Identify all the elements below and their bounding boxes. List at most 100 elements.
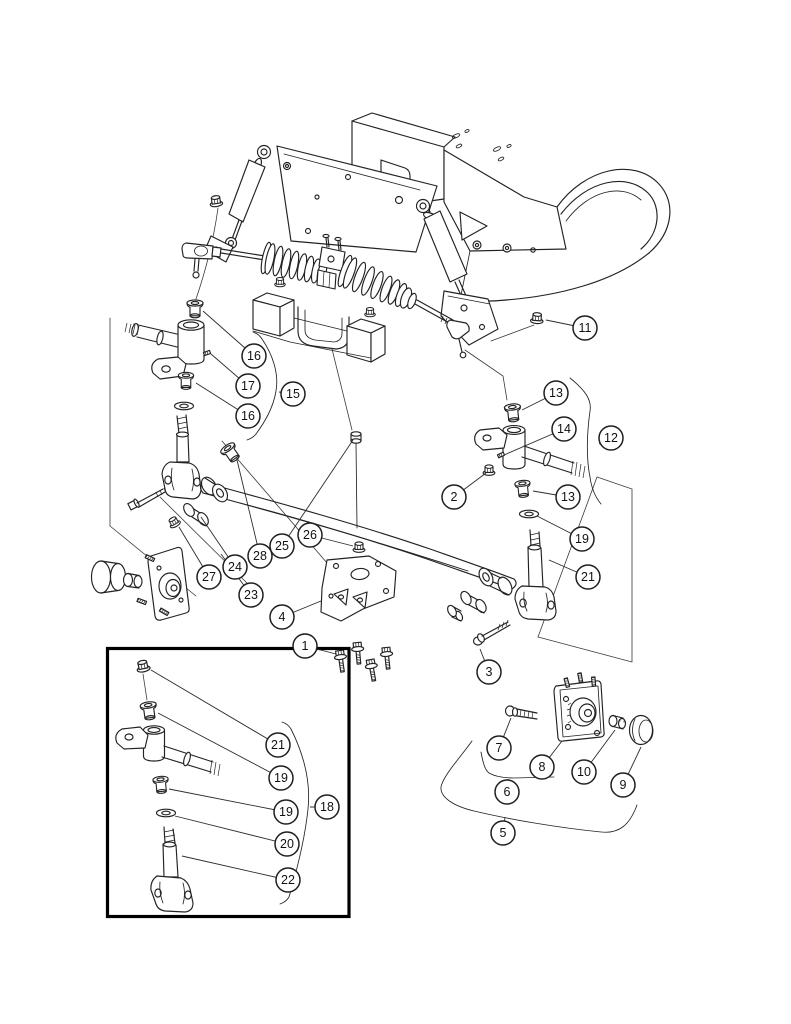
callout-1-0: 1 xyxy=(292,633,318,659)
steering-rack xyxy=(181,233,470,359)
callout-circle-6 xyxy=(494,779,520,805)
callout-circle-20 xyxy=(274,831,300,857)
callout-16-17: 16 xyxy=(235,403,261,429)
callout-number-16: 16 xyxy=(247,349,261,363)
callout-number-7: 7 xyxy=(496,741,503,755)
callout-19-20: 19 xyxy=(569,526,595,552)
callout-20-23: 20 xyxy=(274,831,300,857)
callout-26-30: 26 xyxy=(297,522,323,548)
callout-number-17: 17 xyxy=(241,379,255,393)
callout-4-3: 4 xyxy=(269,604,295,630)
callout-circle-13 xyxy=(543,380,569,406)
callout-number-21: 21 xyxy=(581,570,595,584)
callout-circle-12 xyxy=(598,425,624,451)
shackle-bolt xyxy=(472,619,511,646)
inset-border xyxy=(105,646,351,919)
callout-number-14: 14 xyxy=(557,422,571,436)
callout-circles: 1234567891011121313141516161718191919202… xyxy=(196,315,636,893)
callout-14-14: 14 xyxy=(551,416,577,442)
callout-7-6: 7 xyxy=(486,735,512,761)
callout-number-6: 6 xyxy=(504,785,511,799)
callout-number-22: 22 xyxy=(281,873,295,887)
callout-number-12: 12 xyxy=(604,431,618,445)
dust-cap xyxy=(628,714,654,746)
leader-line-22-26 xyxy=(181,855,289,881)
grouping-braces xyxy=(246,331,638,905)
callout-12-11: 12 xyxy=(598,425,624,451)
callout-number-9: 9 xyxy=(620,778,627,792)
callout-number-13: 13 xyxy=(549,386,563,400)
callout-circle-17 xyxy=(235,373,261,399)
callout-22-26: 22 xyxy=(275,867,301,893)
callout-number-25: 25 xyxy=(275,539,289,553)
callout-19-22: 19 xyxy=(273,799,299,825)
callout-11-10: 11 xyxy=(572,315,598,341)
frame-base-brackets xyxy=(252,277,386,363)
callout-circle-4 xyxy=(269,604,295,630)
callout-2-1: 2 xyxy=(441,484,467,510)
callout-number-23: 23 xyxy=(244,588,258,602)
callout-circle-19 xyxy=(273,799,299,825)
callout-10-9: 10 xyxy=(571,759,597,785)
callout-number-18: 18 xyxy=(320,800,334,814)
rack-bellows-left xyxy=(264,243,322,284)
callout-circle-14 xyxy=(551,416,577,442)
leaf-spring xyxy=(166,431,517,590)
callout-25-29: 25 xyxy=(269,533,295,559)
spindle-assembly-right xyxy=(474,311,586,621)
callout-3-2: 3 xyxy=(476,659,502,685)
callout-15-15: 15 xyxy=(280,381,306,407)
callout-27-31: 27 xyxy=(196,564,222,590)
callout-number-19: 19 xyxy=(274,771,288,785)
callout-circle-19 xyxy=(569,526,595,552)
leader-line-21-25 xyxy=(150,669,279,746)
callout-circle-1 xyxy=(292,633,318,659)
callout-18-19: 18 xyxy=(314,794,340,820)
rack-bellows-right xyxy=(342,257,408,307)
callout-21-25: 21 xyxy=(265,732,291,758)
leader-line-20-23 xyxy=(174,815,288,845)
shock-tower-plate xyxy=(276,145,438,253)
callout-24-28: 24 xyxy=(222,554,248,580)
callout-circle-11 xyxy=(572,315,598,341)
callout-9-8: 9 xyxy=(610,772,636,798)
callout-circle-5 xyxy=(490,820,516,846)
callout-17-18: 17 xyxy=(235,373,261,399)
callout-circle-23 xyxy=(238,582,264,608)
callout-number-26: 26 xyxy=(303,528,317,542)
callout-circle-10 xyxy=(571,759,597,785)
callout-number-13: 13 xyxy=(561,490,575,504)
callout-number-4: 4 xyxy=(279,610,286,624)
leader-line-19-21 xyxy=(157,712,282,779)
spindle-assembly-left xyxy=(124,194,224,511)
callout-number-15: 15 xyxy=(286,387,300,401)
callout-number-20: 20 xyxy=(280,837,294,851)
callout-5-4: 5 xyxy=(490,820,516,846)
callout-number-24: 24 xyxy=(228,560,242,574)
spring-center-bolt xyxy=(350,431,366,553)
callout-number-19: 19 xyxy=(575,532,589,546)
callout-number-10: 10 xyxy=(577,765,591,779)
callout-number-5: 5 xyxy=(500,826,507,840)
callout-21-24: 21 xyxy=(575,564,601,590)
callout-28-32: 28 xyxy=(247,543,273,569)
callout-16-16: 16 xyxy=(241,343,267,369)
callout-number-3: 3 xyxy=(486,665,493,679)
lug-bolt xyxy=(504,705,538,720)
callout-circle-28 xyxy=(247,543,273,569)
callout-number-21: 21 xyxy=(271,738,285,752)
callout-6-5: 6 xyxy=(494,779,520,805)
callout-number-11: 11 xyxy=(579,321,592,335)
shock-absorber-left xyxy=(204,144,272,263)
callout-number-16: 16 xyxy=(241,409,255,423)
callout-circle-15 xyxy=(280,381,306,407)
callout-circle-3 xyxy=(476,659,502,685)
spring-shackle-parts xyxy=(447,567,513,646)
callout-circle-27 xyxy=(196,564,222,590)
wheel-hub-right xyxy=(504,672,654,746)
callout-circle-7 xyxy=(486,735,512,761)
callout-circle-9 xyxy=(610,772,636,798)
callout-circle-21 xyxy=(265,732,291,758)
